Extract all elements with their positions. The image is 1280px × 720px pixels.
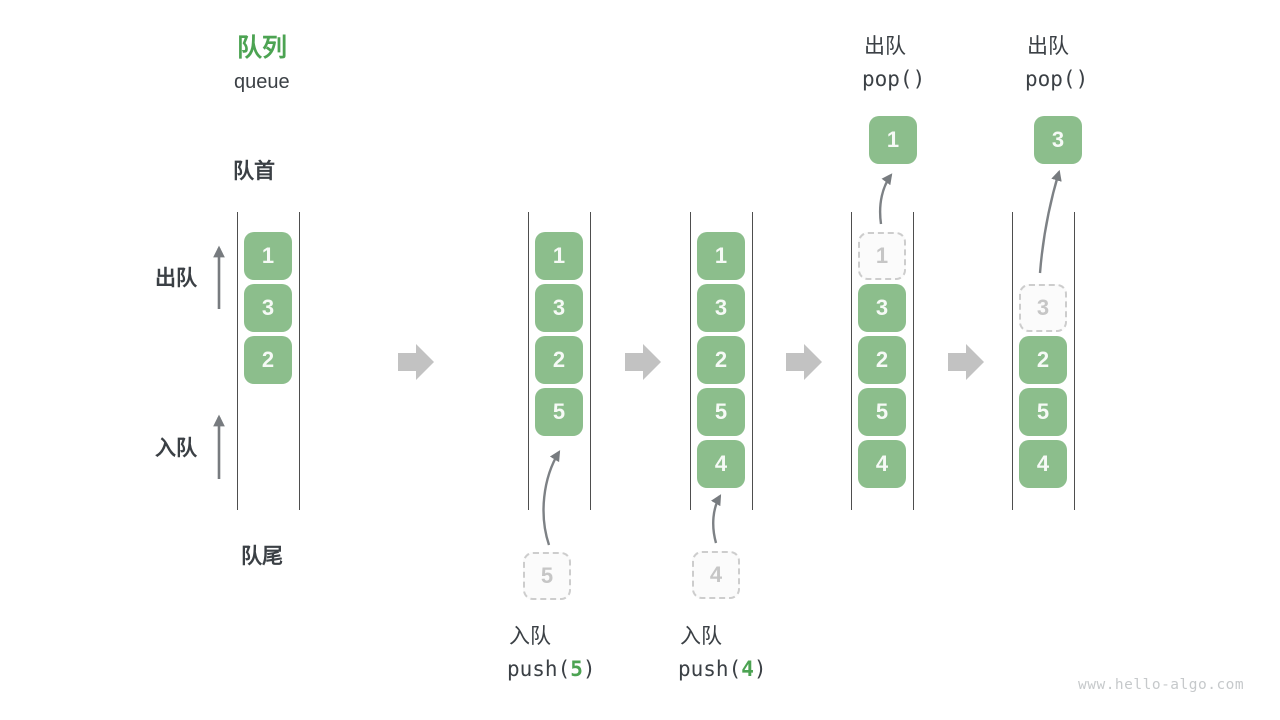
label-dequeue-side: 出队	[155, 267, 197, 290]
queue-cell: 5	[535, 388, 583, 436]
step-arrow-1	[398, 344, 434, 380]
push5-code: push(5)	[507, 657, 596, 681]
push4-code-pre: push(	[678, 657, 742, 681]
queue-cell: 5	[858, 388, 906, 436]
queue-cell: 4	[697, 440, 745, 488]
push4-label-zh: 入队	[680, 625, 722, 648]
label-queue-front: 队首	[233, 160, 275, 183]
queue-cell: 4	[1019, 440, 1067, 488]
pop2-code: pop()	[1025, 67, 1089, 91]
queue-state-3: 1 3 2 5 4	[690, 212, 753, 510]
queue-cell: 5	[1019, 388, 1067, 436]
watermark: www.hello-algo.com	[1078, 677, 1245, 693]
push5-code-pre: push(	[507, 657, 571, 681]
incoming-ghost-cell: 5	[523, 552, 571, 600]
queue-cell: 2	[697, 336, 745, 384]
popped-cell: 1	[869, 116, 917, 164]
ghost-cell: 1	[858, 232, 906, 280]
step-arrow-2	[625, 344, 661, 380]
push4-code-arg: 4	[741, 657, 754, 681]
queue-cell: 3	[535, 284, 583, 332]
queue-cell: 1	[244, 232, 292, 280]
queue-cell: 3	[858, 284, 906, 332]
queue-state-4: 1 3 2 5 4	[851, 212, 914, 510]
push5-label-zh: 入队	[509, 625, 551, 648]
title-en: queue	[234, 71, 290, 93]
queue-state-2: 1 3 2 5	[528, 212, 591, 510]
step-arrow-3	[786, 344, 822, 380]
popped-cell: 3	[1034, 116, 1082, 164]
incoming-ghost-cell: 4	[692, 551, 740, 599]
queue-cell: 5	[697, 388, 745, 436]
queue-cell: 1	[697, 232, 745, 280]
queue-cell: 4	[858, 440, 906, 488]
push5-code-arg: 5	[570, 657, 583, 681]
pop1-code: pop()	[862, 67, 926, 91]
pop1-label-zh: 出队	[864, 35, 906, 58]
queue-cell: 3	[697, 284, 745, 332]
step-arrow-4	[948, 344, 984, 380]
title-zh: 队列	[237, 34, 288, 62]
queue-cell: 1	[535, 232, 583, 280]
label-enqueue-side: 入队	[155, 437, 197, 460]
ghost-cell: 3	[1019, 284, 1067, 332]
queue-cell: 2	[535, 336, 583, 384]
pop2-label-zh: 出队	[1027, 35, 1069, 58]
push4-code: push(4)	[678, 657, 767, 681]
push5-code-post: )	[582, 657, 596, 681]
queue-cell: 2	[858, 336, 906, 384]
queue-cell: 3	[244, 284, 292, 332]
queue-state-1: 1 3 2	[237, 212, 300, 510]
queue-cell: 2	[1019, 336, 1067, 384]
label-queue-rear: 队尾	[241, 545, 283, 568]
queue-cell: 2	[244, 336, 292, 384]
push4-code-post: )	[753, 657, 767, 681]
queue-state-5: 3 2 5 4	[1012, 212, 1075, 510]
